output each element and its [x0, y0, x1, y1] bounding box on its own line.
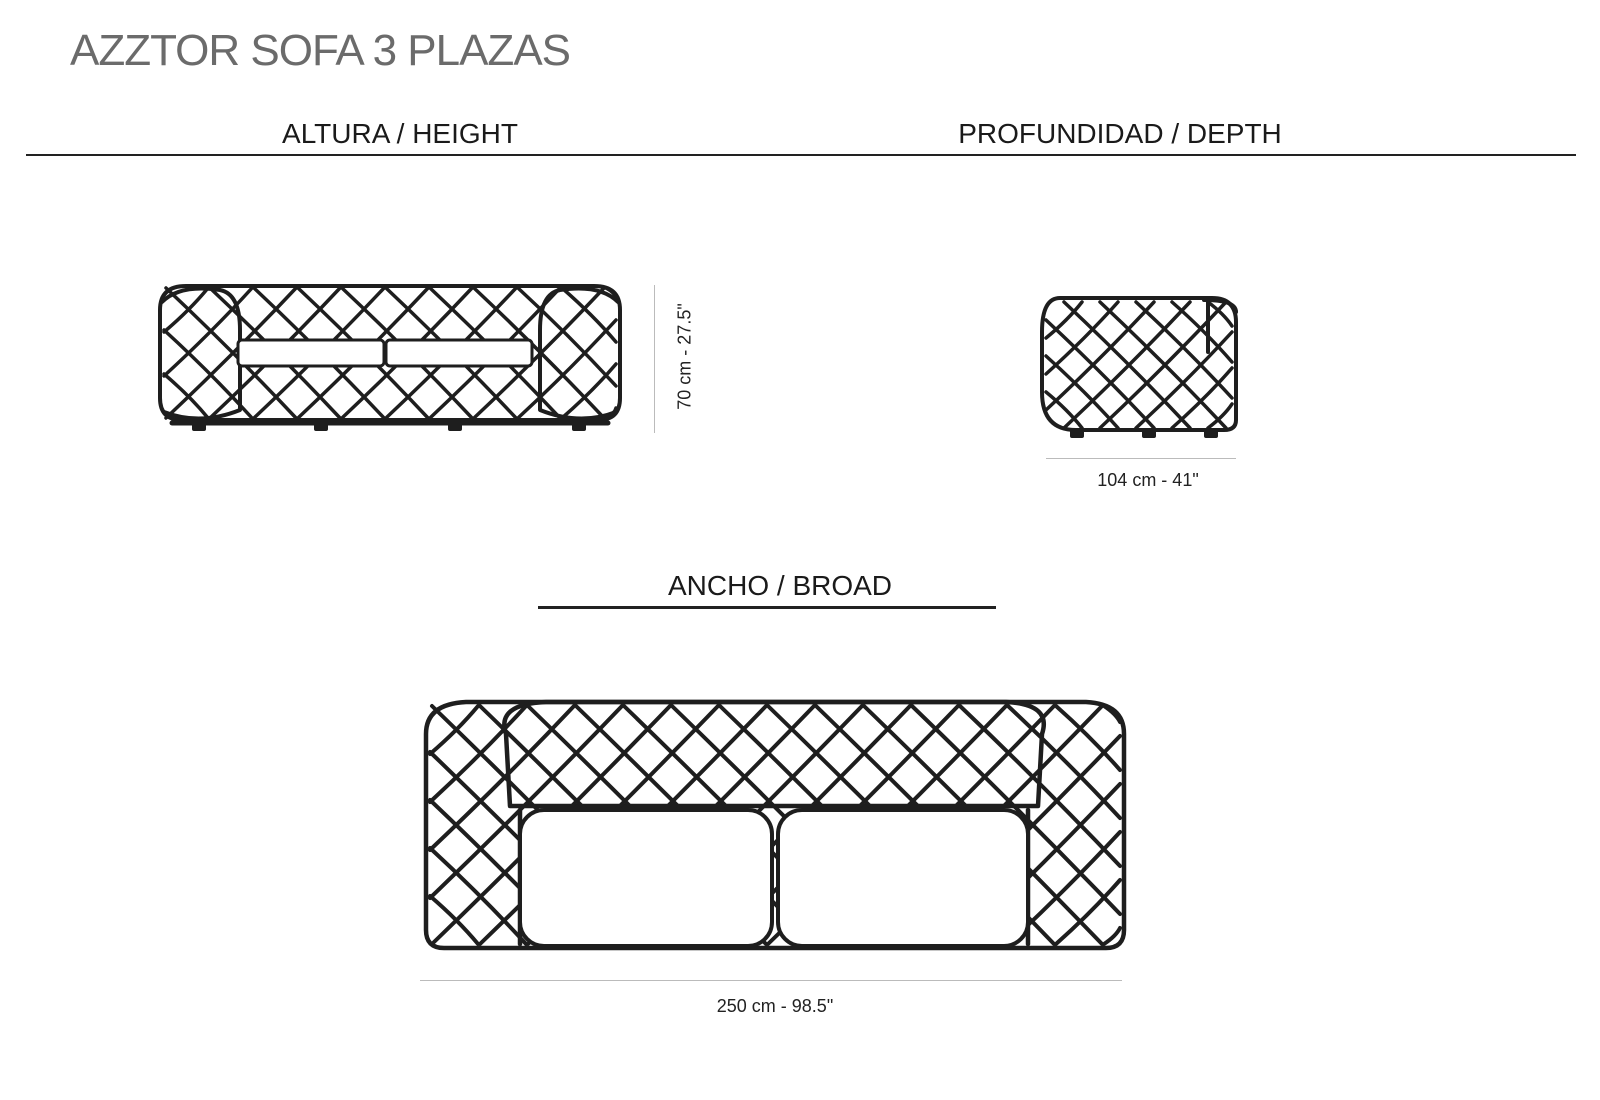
tuft-seam-line	[1206, 402, 1234, 430]
tuft-seam-line	[604, 286, 618, 300]
sofa-top-view-drawing	[423, 699, 1127, 951]
broad-section-label: ANCHO / BROAD	[667, 570, 893, 601]
height-dimension-label: 70 cm - 27.5"	[674, 303, 695, 410]
tuft-seam-line	[164, 286, 298, 420]
tuft-seam-line	[560, 286, 618, 344]
broad-dimension-label: 250 cm - 98.5"	[716, 996, 834, 1016]
tuft-seam-line	[1054, 704, 1122, 772]
sofa-front-view-drawing	[158, 284, 622, 431]
broad-dimension-line	[420, 980, 1122, 981]
tuft-seam-line	[1102, 926, 1122, 946]
tuft-seam-line	[1102, 704, 1122, 724]
tuft-seam-line	[1134, 330, 1234, 430]
tuft-seam-line	[1206, 300, 1234, 328]
depth-section-label: PROFUNDIDAD / DEPTH	[958, 118, 1282, 149]
height-section-label: ALTURA / HEIGHT	[282, 118, 518, 149]
tuft-seam-line	[1170, 366, 1234, 430]
tuft-seam-line	[1098, 300, 1228, 430]
header-divider	[26, 154, 1576, 156]
tuft-seam-line	[1044, 300, 1120, 376]
tuft-seam-line	[1006, 704, 1122, 820]
tuft-seam-line	[958, 704, 1122, 868]
depth-dimension-label: 104 cm - 41"	[1097, 470, 1199, 490]
sofa-side-view-drawing	[1040, 296, 1238, 438]
broad-divider	[538, 606, 996, 609]
tuft-seam-line	[560, 362, 618, 420]
tuft-seam-line	[1044, 354, 1120, 430]
page-title: AZZTOR SOFA 3 PLAZAS	[70, 26, 571, 75]
tuft-seam-line	[1170, 300, 1234, 364]
tuft-seam-line	[604, 406, 618, 420]
height-dimension-line	[654, 285, 655, 433]
tuft-seam-line	[1062, 300, 1192, 430]
tuft-seam-line	[910, 704, 1122, 916]
tuft-seam-line	[1044, 300, 1084, 340]
tuft-seam-line	[472, 286, 606, 420]
depth-dimension-line	[1046, 458, 1236, 459]
tuft-seam-line	[1054, 878, 1122, 946]
tuft-seam-line	[1044, 390, 1084, 430]
tuft-seam-line	[1134, 300, 1234, 400]
tuft-seam-line	[1044, 300, 1156, 412]
tuft-seam-line	[1044, 318, 1156, 430]
